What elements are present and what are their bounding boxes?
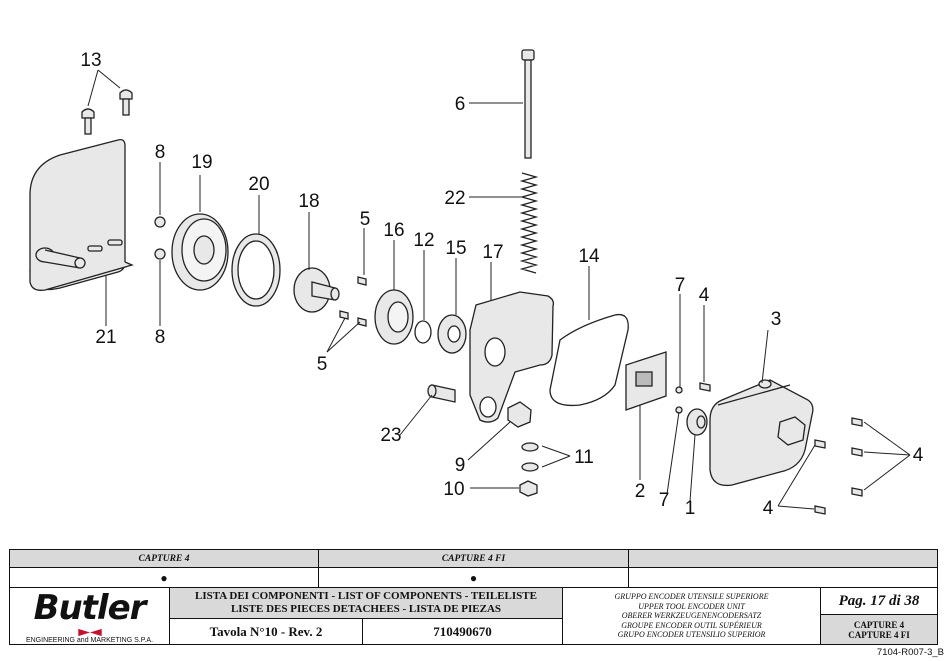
callout-18: 18 <box>298 191 319 212</box>
screw-part-7a <box>675 386 683 394</box>
logo-wordmark: Butler <box>33 588 147 628</box>
washer-part-11b <box>521 462 539 472</box>
callout-9: 9 <box>455 455 466 476</box>
page-number: Pag. 17 di 38 <box>821 588 937 615</box>
screws-part-13 <box>81 89 133 135</box>
bow-tie-icon <box>77 628 102 637</box>
model-mark-3 <box>629 568 937 588</box>
callout-4-bottom: 4 <box>763 498 774 519</box>
models-box-line-2: CAPTURE 4 FI <box>848 629 910 640</box>
circlip-part-12 <box>414 320 432 344</box>
callout-8-bottom: 8 <box>155 327 166 348</box>
models-box: CAPTURE 4 CAPTURE 4 FI <box>821 615 937 644</box>
models-box-line-1: CAPTURE 4 <box>853 619 905 630</box>
callout-3: 3 <box>771 309 782 330</box>
model-mark-1: ● <box>10 568 319 588</box>
components-list-title: LISTA DEI COMPONENTI - LIST OF COMPONENT… <box>170 588 563 619</box>
flange-part-16 <box>374 289 414 345</box>
screw-part-6 <box>521 49 535 159</box>
callout-10: 10 <box>443 479 464 500</box>
encoder-board-part-2 <box>625 351 667 411</box>
group-line-de: OBERER WERKZEUGENENCODERSATZ <box>621 611 762 621</box>
part-code: 710490670 <box>363 619 563 644</box>
tavola-revision: Tavola N°10 - Rev. 2 <box>170 619 363 644</box>
callout-5-top: 5 <box>360 209 371 230</box>
callout-15: 15 <box>445 238 466 259</box>
washer-part-11a <box>521 442 539 452</box>
company-logo: Butler ENGINEERING and MARKETING S.P.A. <box>10 588 170 644</box>
callout-17: 17 <box>482 242 503 263</box>
group-line-en: UPPER TOOL ENCODER UNIT <box>638 601 745 611</box>
disc-part-1 <box>686 408 708 436</box>
callout-8-top: 8 <box>155 142 166 163</box>
callout-12: 12 <box>413 230 434 251</box>
group-line-it: GRUPPO ENCODER UTENSILE SUPERIORE <box>614 592 769 602</box>
callout-11: 11 <box>574 447 594 468</box>
callout-4-right: 4 <box>913 445 924 466</box>
callout-4-top: 4 <box>699 285 710 306</box>
callout-1: 1 <box>685 498 696 519</box>
callout-14: 14 <box>578 246 600 267</box>
callout-7-bottom: 7 <box>659 490 670 511</box>
callout-22: 22 <box>444 188 465 209</box>
model-header-1: CAPTURE 4 <box>10 550 319 568</box>
nut-part-9 <box>507 401 532 428</box>
components-line-1: LISTA DEI COMPONENTI - LIST OF COMPONENT… <box>195 590 537 602</box>
callout-23: 23 <box>380 425 401 446</box>
title-block-table: CAPTURE 4 CAPTURE 4 FI ● ● Butler ENGINE… <box>9 549 938 645</box>
model-header-3 <box>629 550 937 568</box>
leader-lines <box>87 69 911 510</box>
callout-21: 21 <box>95 327 116 348</box>
callout-20: 20 <box>248 174 269 195</box>
pin-part-8a <box>154 216 166 228</box>
shaft-part-18 <box>293 267 340 313</box>
pulley-part-19 <box>171 213 229 291</box>
callout-19: 19 <box>191 152 212 173</box>
callout-16: 16 <box>383 220 404 241</box>
callout-5-bottom: 5 <box>317 354 328 375</box>
bushing-part-23 <box>427 384 456 403</box>
model-mark-2: ● <box>319 568 629 588</box>
model-header-2: CAPTURE 4 FI <box>319 550 629 568</box>
group-line-es: GRUPO ENCODER UTENSILIO SUPERIOR <box>617 630 766 640</box>
belt-part-20 <box>231 233 281 307</box>
cover-part-3 <box>709 379 814 487</box>
bearing-part-15 <box>437 314 467 354</box>
nut-part-10 <box>519 480 538 497</box>
group-line-fr: GROUPE ENCODER OUTIL SUPÉRIEUR <box>621 620 762 630</box>
group-description: GRUPPO ENCODER UTENSILE SUPERIORE UPPER … <box>563 588 821 644</box>
plate-part-17 <box>469 291 555 423</box>
exploded-parts-drawing: 13 6 8 19 20 22 18 5 16 12 15 17 14 7 4 … <box>29 49 924 519</box>
logo-tagline: ENGINEERING and MARKETING S.P.A. <box>25 637 154 644</box>
spring-part-22 <box>519 172 539 274</box>
components-line-2: LISTE DES PIECES DETACHEES - LISTA DE PI… <box>230 603 502 615</box>
pin-part-8b <box>154 248 166 260</box>
callout-13: 13 <box>80 50 101 71</box>
document-reference: 7104-R007-3_B <box>876 647 944 658</box>
bracket-part-21 <box>29 138 134 291</box>
screws-part-5 <box>339 276 367 327</box>
screws-part-4 <box>699 382 863 515</box>
callout-7-top: 7 <box>675 275 686 296</box>
callout-2: 2 <box>635 481 646 502</box>
gasket-part-14 <box>549 313 629 407</box>
callout-6: 6 <box>455 94 466 115</box>
